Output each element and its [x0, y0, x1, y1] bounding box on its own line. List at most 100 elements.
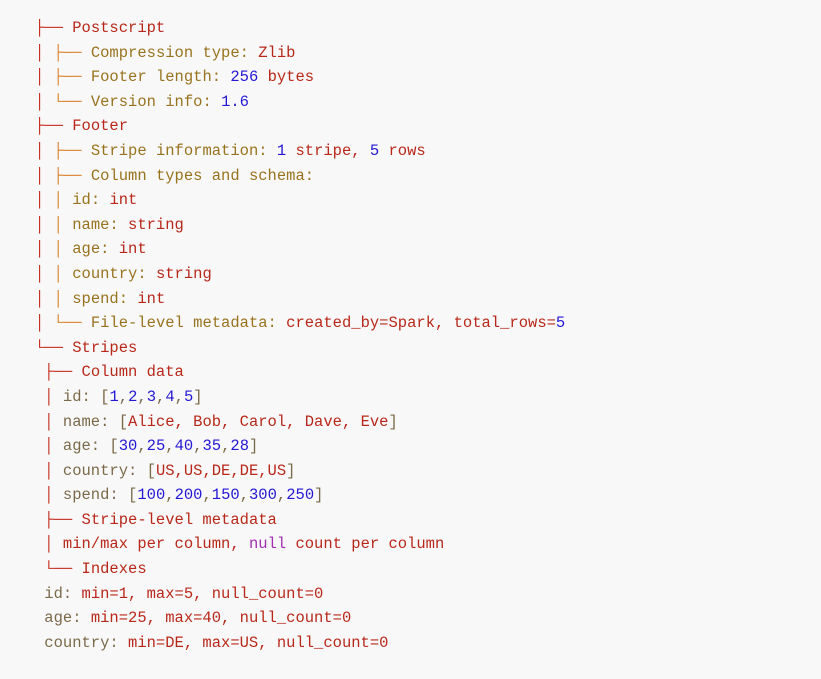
tree-connector: ├── — [53, 141, 91, 160]
code-line: │ min/max per column, null count per col… — [35, 532, 565, 557]
code-token: 256 — [230, 68, 259, 87]
code-token: 25 — [146, 437, 166, 456]
code-line: │ │ age: int — [35, 237, 565, 262]
code-line: └── Indexes — [35, 557, 565, 582]
tree-connector: │ — [35, 535, 63, 554]
code-token: Stripe-level metadata — [81, 510, 277, 529]
code-token: , — [174, 387, 184, 406]
code-token: Postscript — [72, 19, 166, 37]
code-token: country: — [62, 461, 147, 480]
tree-connector: ├── — [35, 117, 73, 136]
code-line: ├── Stripe-level metadata — [35, 508, 565, 533]
code-token: Footer length: — [90, 68, 231, 87]
code-token: name: — [62, 412, 119, 431]
code-token: stripe, — [286, 141, 370, 160]
tree-connector: │ — [35, 461, 63, 480]
tree-connector: │ — [35, 486, 63, 505]
code-token: int — [137, 289, 166, 308]
code-token: age: — [72, 240, 119, 259]
code-token: 5 — [183, 387, 194, 406]
tree-connector: └── — [53, 92, 91, 111]
tree-connector: ├── — [35, 363, 82, 382]
code-token: , — [156, 387, 166, 406]
code-token: , — [193, 437, 203, 456]
code-token: , — [239, 486, 249, 505]
code-token: min=25, max=40, null_count=0 — [90, 609, 352, 628]
code-token: count per column — [286, 535, 445, 554]
tree-connector: │ — [35, 264, 54, 283]
tree-connector: ├── — [35, 510, 82, 529]
tree-connector: ├── — [53, 43, 91, 62]
tree-connector: └── — [53, 314, 91, 333]
code-line: │ name: [Alice, Bob, Carol, Dave, Eve] — [35, 410, 565, 435]
code-line: ├── Footer — [35, 114, 565, 139]
code-token: 300 — [249, 486, 277, 505]
code-token: Version info: — [90, 92, 222, 111]
tree-connector: │ — [53, 215, 73, 234]
code-token: 5 — [555, 314, 566, 333]
code-line: └── Stripes — [35, 336, 565, 361]
code-token: ] — [388, 412, 398, 431]
code-token: spend: — [62, 486, 129, 505]
tree-connector: ├── — [53, 166, 91, 185]
code-token: [ — [109, 437, 119, 456]
tree-connector: ├── — [53, 68, 91, 87]
code-token: , — [165, 437, 175, 456]
code-token: country: — [72, 264, 156, 283]
code-line: │ ├── Column types and schema: — [35, 164, 565, 189]
code-token: string — [155, 264, 212, 283]
code-token: , — [165, 486, 175, 505]
code-line: │ │ id: int — [35, 188, 565, 213]
code-token: min=DE, max=US, null_count=0 — [128, 633, 389, 652]
code-token: , — [118, 387, 129, 406]
code-token: Alice, Bob, Carol, Dave, Eve — [128, 412, 389, 431]
code-token: 200 — [174, 486, 203, 505]
code-line: age: min=25, max=40, null_count=0 — [35, 606, 565, 631]
code-token: 1.6 — [221, 92, 249, 111]
code-token: name: — [72, 215, 129, 234]
code-line: ├── Column data — [35, 360, 565, 385]
tree-connector: │ — [53, 240, 73, 259]
code-token: [ — [146, 461, 156, 480]
code-token: null — [248, 535, 287, 554]
code-block: ├── Postscript│ ├── Compression type: Zl… — [35, 16, 565, 655]
code-line: ├── Postscript — [35, 16, 565, 41]
code-token: rows — [379, 141, 426, 160]
code-token: Compression type: — [90, 43, 259, 62]
code-token: Column data — [81, 363, 184, 382]
code-token: , — [137, 437, 147, 456]
code-line: │ ├── Stripe information: 1 stripe, 5 ro… — [35, 139, 565, 164]
tree-connector: │ — [35, 289, 54, 308]
code-token: Stripe information: — [90, 141, 277, 160]
tree-connector: │ — [35, 166, 54, 185]
code-line: │ country: [US,US,DE,DE,US] — [35, 459, 565, 484]
code-token: age: — [62, 437, 110, 456]
tree-connector: │ — [35, 43, 54, 62]
code-token: 40 — [174, 437, 194, 456]
code-token: spend: — [72, 289, 138, 308]
code-token: ] — [314, 486, 324, 505]
tree-connector: │ — [35, 437, 63, 456]
code-token: 2 — [128, 387, 138, 406]
code-line: country: min=DE, max=US, null_count=0 — [35, 631, 565, 656]
code-token: , — [276, 486, 287, 505]
tree-connector: │ — [35, 68, 54, 87]
code-line: │ age: [30,25,40,35,28] — [35, 434, 565, 459]
code-token: id: — [62, 387, 101, 406]
code-token: 35 — [202, 437, 222, 456]
tree-connector: │ — [53, 191, 73, 210]
code-token: int — [118, 240, 147, 259]
code-token: [ — [100, 387, 110, 406]
code-token: ] — [286, 461, 296, 480]
code-token: created_by=Spark, total_rows= — [286, 314, 556, 333]
code-token: 1 — [109, 387, 119, 406]
code-token: 250 — [286, 486, 315, 505]
code-token: Footer — [72, 117, 129, 136]
code-token: 150 — [211, 486, 240, 505]
code-line: │ │ spend: int — [35, 287, 565, 312]
code-token: country: — [35, 633, 129, 652]
code-token: , — [221, 437, 231, 456]
tree-connector: │ — [35, 240, 54, 259]
code-token: string — [128, 215, 184, 234]
code-token: , — [137, 387, 147, 406]
